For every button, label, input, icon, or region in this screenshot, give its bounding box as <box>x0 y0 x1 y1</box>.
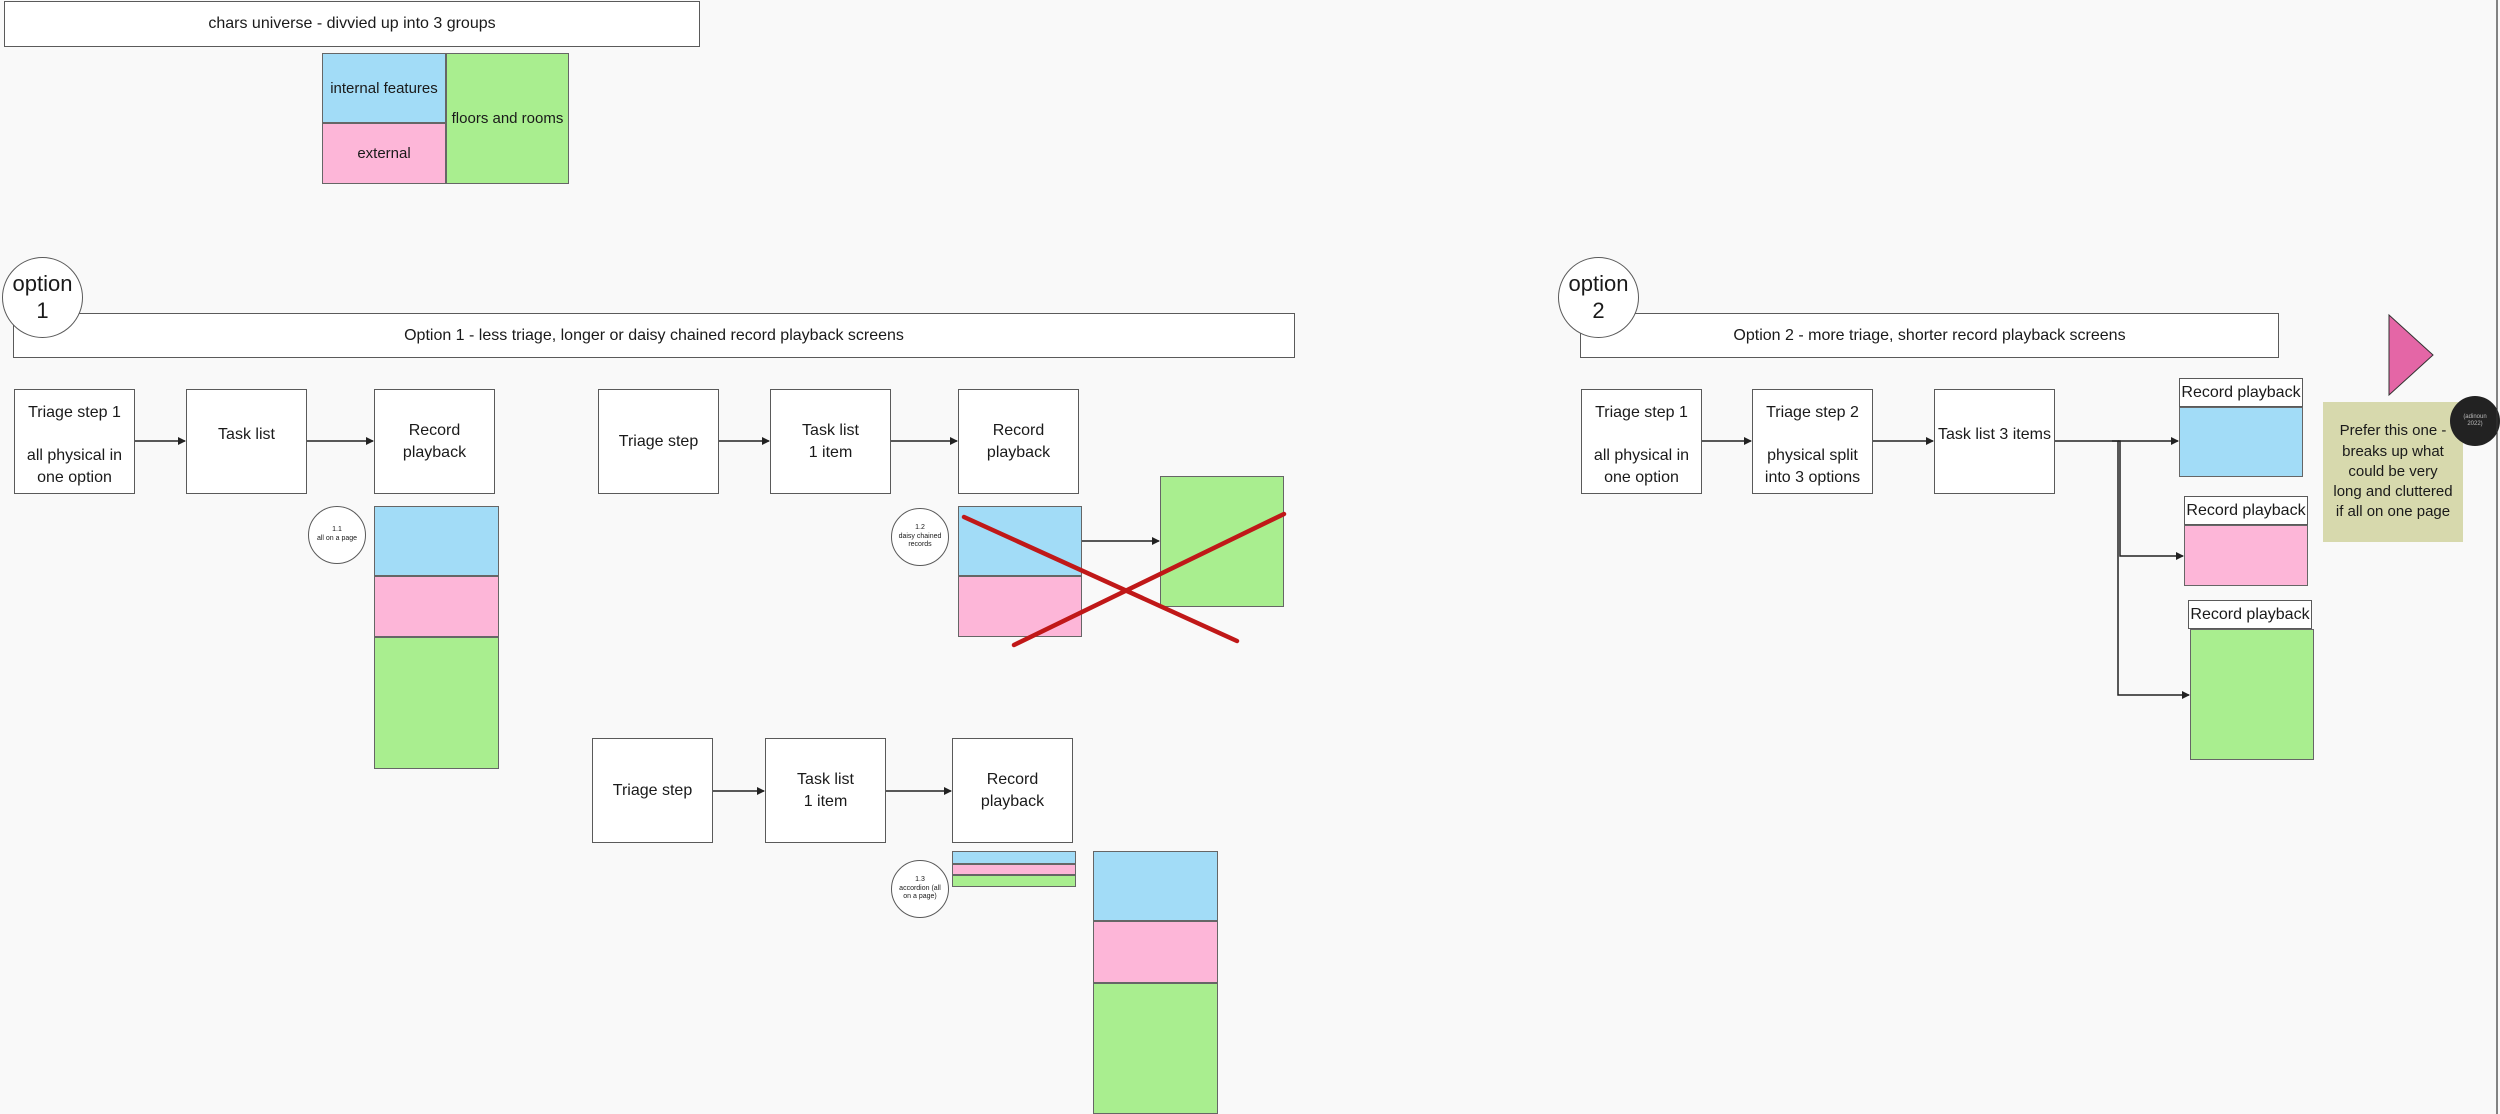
option2-record-playback-1: Record playback <box>2179 378 2303 407</box>
option1-banner: Option 1 - less triage, longer or daisy … <box>13 313 1295 358</box>
option2-record-playback-2: Record playback <box>2184 496 2308 525</box>
option1c-accordion-internal <box>952 851 1076 864</box>
pink-triangle-shape <box>2388 313 2434 397</box>
option2-record-playback-3: Record playback <box>2188 600 2312 629</box>
option2-record-internal <box>2179 407 2303 477</box>
option2-banner: Option 2 - more triage, shorter record p… <box>1580 313 2279 358</box>
option1b-tag: 1.2 daisy chained records <box>891 508 949 566</box>
option1c-triage-step: Triage step <box>592 738 713 843</box>
option1c-accordion-floors <box>952 875 1076 887</box>
option1c-record-playback: Record playback <box>952 738 1073 843</box>
option1a-external-block <box>374 576 499 637</box>
option1b-record-playback: Record playback <box>958 389 1079 494</box>
arrow-2-task-to-record-2 <box>2118 440 2184 560</box>
option2-record-floors <box>2190 629 2314 760</box>
arrow-2-task-to-record-3 <box>2112 440 2190 699</box>
option1c-expanded-external <box>1093 921 1218 983</box>
option1c-task-list: Task list 1 item <box>765 738 886 843</box>
option2-badge: option 2 <box>1558 257 1639 338</box>
option1b-task-list: Task list 1 item <box>770 389 891 494</box>
option2-task-list: Task list 3 items <box>1934 389 2055 494</box>
group-external: external <box>322 123 446 184</box>
option1c-expanded-floors <box>1093 983 1218 1114</box>
option1b-floors-block <box>1160 476 1284 607</box>
option1a-floors-block <box>374 637 499 769</box>
option1-badge: option 1 <box>2 257 83 338</box>
reject-cross-stroke-1 <box>961 514 1240 644</box>
option1a-task-list: Task list <box>186 389 307 494</box>
option2-triage-step-2: Triage step 2 physical split into 3 opti… <box>1752 389 1873 494</box>
option2-triage-step-1: Triage step 1 all physical in one option <box>1581 389 1702 494</box>
option2-record-external <box>2184 525 2308 586</box>
option1a-record-playback: Record playback <box>374 389 495 494</box>
author-avatar: (adinoun 2022) <box>2450 396 2500 446</box>
option1c-expanded-internal <box>1093 851 1218 921</box>
option1a-internal-block <box>374 506 499 576</box>
option1b-triage-step: Triage step <box>598 389 719 494</box>
reject-cross-stroke-2 <box>1011 511 1287 648</box>
option1a-tag: 1.1 all on a page <box>308 506 366 564</box>
option1c-accordion-external <box>952 864 1076 875</box>
preference-sticky-note: Prefer this one - breaks up what could b… <box>2323 402 2463 542</box>
option1a-triage-step: Triage step 1 all physical in one option <box>14 389 135 494</box>
option1c-tag: 1.3 accordion (all on a page) <box>891 860 949 918</box>
group-floors-and-rooms: floors and rooms <box>446 53 569 184</box>
universe-title: chars universe - divvied up into 3 group… <box>4 1 700 47</box>
group-internal-features: internal features <box>322 53 446 123</box>
option1b-external-block <box>958 576 1082 637</box>
